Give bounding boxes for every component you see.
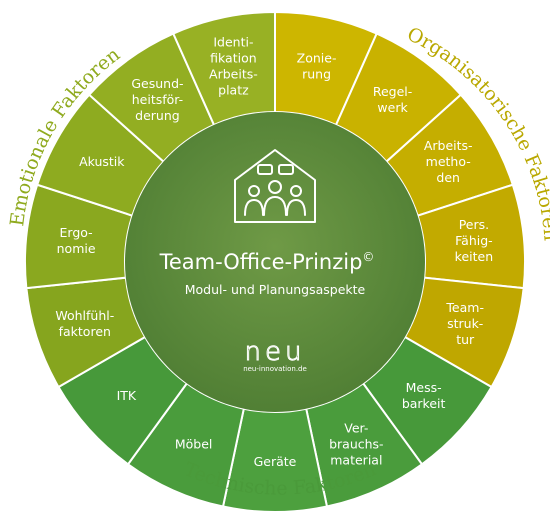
logo-wordmark: neu <box>245 337 306 367</box>
segment-label-line: Arbeits- <box>424 138 473 153</box>
segment-label-zonierung: Zonie-rung <box>297 50 337 81</box>
segment-label-messbarkeit: Mess-barkeit <box>402 380 446 411</box>
segment-teamstruktur: Team-struk-tur <box>403 276 525 389</box>
segment-faehigkeiten: Pers.Fähig-keiten <box>416 183 526 290</box>
segment-label-line: ITK <box>117 388 137 403</box>
segment-label-line: Mess- <box>406 380 442 395</box>
segment-label-line: struk- <box>447 316 483 331</box>
segment-label-line: platz <box>218 82 249 97</box>
segments-layer: Zonie-rungRegel-werkArbeits-metho-denPer… <box>24 10 526 513</box>
segment-label-line: tur <box>456 332 475 347</box>
segment-label-line: metho- <box>426 154 471 169</box>
segment-label-moebel: Möbel <box>175 437 213 452</box>
segment-label-line: nomie <box>57 241 96 256</box>
segment-label-line: heitsför- <box>132 92 183 107</box>
center-subtitle: Modul- und Planungsaspekte <box>185 282 366 297</box>
segment-label-line: derung <box>135 108 180 123</box>
center-title: Team-Office-Prinzip© <box>159 250 375 274</box>
segment-label-line: Pers. <box>459 217 489 232</box>
segment-label-line: Ver- <box>344 421 368 436</box>
segment-label-line: Wohlfühl- <box>55 308 114 323</box>
segment-label-line: Regel- <box>373 84 412 99</box>
segment-label-line: fikation <box>210 50 257 65</box>
segment-messbarkeit: Mess-barkeit <box>361 335 493 466</box>
segment-label-regelwerk: Regel-werk <box>373 84 412 115</box>
segment-label-ergonomie: Ergo-nomie <box>57 225 96 256</box>
segment-gesundheitsfoerderung: Gesund-heitsför-derung <box>87 32 216 164</box>
segment-label-itk: ITK <box>117 388 137 403</box>
segment-label-akustik: Akustik <box>79 154 125 169</box>
neu-logo: neu neu-innovation.de <box>243 337 307 374</box>
segment-label-line: material <box>330 453 382 468</box>
segment-label-line: keiten <box>455 249 493 264</box>
segment-moebel: Möbel <box>126 381 245 508</box>
segment-label-line: Möbel <box>175 437 213 452</box>
segment-label-verbrauchsmaterial: Ver-brauchs-material <box>329 421 383 468</box>
segment-label-geraete: Geräte <box>254 454 297 469</box>
segment-label-line: brauchs- <box>329 437 383 452</box>
segment-label-line: Gesund- <box>131 76 183 91</box>
segment-label-line: Akustik <box>79 154 125 169</box>
segment-label-line: Zonie- <box>297 50 337 65</box>
segment-label-teamstruktur: Team-struk-tur <box>445 300 484 347</box>
segment-label-line: barkeit <box>402 396 446 411</box>
logo-url: neu-innovation.de <box>243 365 307 373</box>
segment-label-line: Team- <box>445 300 484 315</box>
segment-label-line: Geräte <box>254 454 297 469</box>
segment-label-line: werk <box>377 100 408 115</box>
segment-label-line: Ergo- <box>60 225 93 240</box>
segment-label-line: faktoren <box>59 324 111 339</box>
center-disc <box>125 112 425 412</box>
segment-label-wohlfuehlfaktoren: Wohlfühl-faktoren <box>55 308 114 339</box>
team-house-icon <box>234 149 316 223</box>
segment-label-line: rung <box>302 66 331 81</box>
segment-regelwerk: Regel-werk <box>334 32 463 164</box>
segment-label-arbeitsmethoden: Arbeits-metho-den <box>424 138 473 185</box>
segment-geraete: Geräte <box>221 407 329 513</box>
segment-label-line: Identi- <box>213 34 253 49</box>
segment-label-faehigkeiten: Pers.Fähig-keiten <box>455 217 493 264</box>
segment-label-line: Fähig- <box>455 233 493 248</box>
segment-label-line: den <box>436 170 460 185</box>
segment-label-gesundheitsfoerderung: Gesund-heitsför-derung <box>131 76 183 123</box>
segment-label-line: Arbeits- <box>209 66 258 81</box>
